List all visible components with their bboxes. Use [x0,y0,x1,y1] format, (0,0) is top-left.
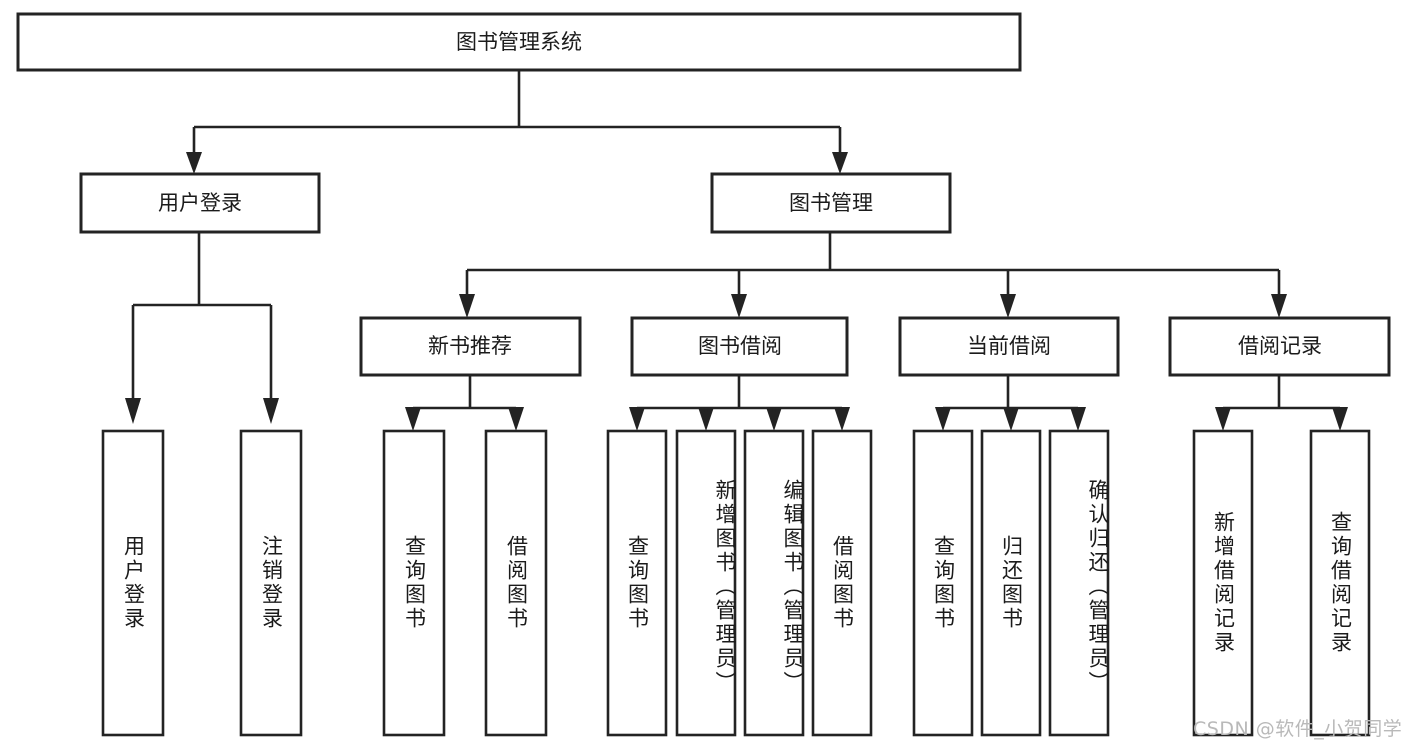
node-leaf-query-book-3[interactable] [912,429,974,737]
node-user-login[interactable]: 用户登录 [79,172,321,234]
node-leaf-borrow-book-1[interactable] [484,429,548,737]
connector-borrow-record-to-leaves [1215,375,1348,431]
node-leaf-user-login[interactable] [101,429,165,737]
node-root[interactable]: 图书管理系统 [16,12,1022,72]
node-borrow-record[interactable]: 借阅记录 [1168,316,1391,377]
node-new-book-recommend-label: 新书推荐 [428,334,512,358]
node-leaf-return-book[interactable] [980,429,1042,737]
node-leaf-query-book-1[interactable] [382,429,446,737]
connector-book-manage-to-level3 [459,232,1287,318]
node-leaf-borrow-book-2[interactable] [811,429,873,737]
node-leaf-add-record[interactable] [1192,429,1254,737]
node-leaf-edit-book[interactable] [743,429,805,737]
node-root-label: 图书管理系统 [456,30,582,54]
connector-new-book-recommend-to-leaves [405,375,524,431]
connector-current-borrow-to-leaves [935,375,1086,431]
node-borrow-record-label: 借阅记录 [1238,334,1322,358]
csdn-watermark: CSDN @软件_小贺同学 [1193,718,1403,740]
node-leaf-query-record[interactable] [1309,429,1371,737]
node-leaf-confirm-return[interactable] [1048,429,1110,737]
node-current-borrow[interactable]: 当前借阅 [898,316,1120,377]
node-book-manage-label: 图书管理 [789,191,873,215]
connector-root-to-level2 [186,70,848,174]
node-user-login-label: 用户登录 [158,191,242,215]
node-current-borrow-label: 当前借阅 [967,334,1051,358]
node-book-manage[interactable]: 图书管理 [710,172,952,234]
node-leaf-logout-login[interactable] [239,429,303,737]
node-book-borrow[interactable]: 图书借阅 [630,316,849,377]
node-leaf-query-book-2[interactable] [606,429,668,737]
connector-user-login-to-leaves [125,232,279,424]
node-new-book-recommend[interactable]: 新书推荐 [359,316,582,377]
node-leaf-add-book[interactable] [675,429,737,737]
connector-book-borrow-to-leaves [629,375,850,431]
node-book-borrow-label: 图书借阅 [698,334,782,358]
